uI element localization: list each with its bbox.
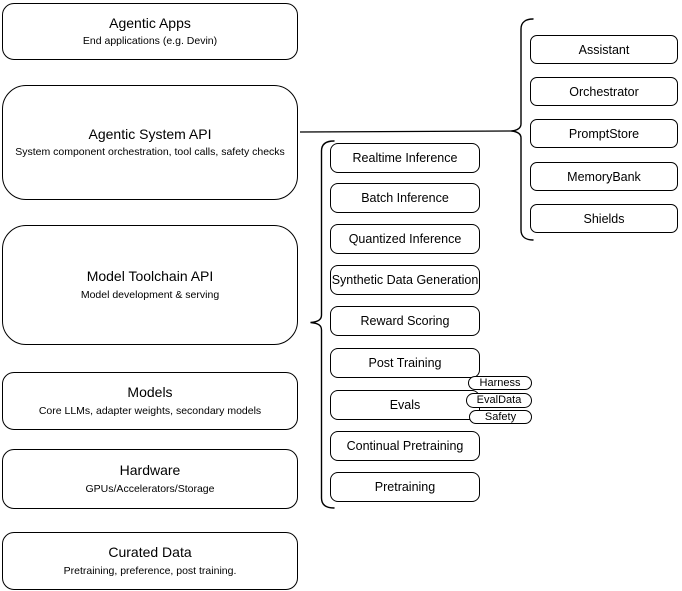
component-memorybank: MemoryBank xyxy=(530,162,678,191)
component-orchestrator: Orchestrator xyxy=(530,77,678,106)
eval-tag-harness: Harness xyxy=(468,376,532,390)
node-title: Agentic System API xyxy=(88,125,212,142)
node-agentic-system-api: Agentic System API System component orch… xyxy=(2,85,298,200)
toolchain-item-pretraining: Pretraining xyxy=(330,472,480,502)
node-curated-data: Curated Data Pretraining, preference, po… xyxy=(2,532,298,590)
toolchain-item-evals: Evals xyxy=(330,390,480,420)
node-subtitle: Model development & serving xyxy=(80,288,220,301)
toolchain-item-continual-pretraining: Continual Pretraining xyxy=(330,431,480,461)
node-subtitle: GPUs/Accelerators/Storage xyxy=(85,482,215,495)
component-promptstore: PromptStore xyxy=(530,119,678,148)
toolchain-item-reward-scoring: Reward Scoring xyxy=(330,306,480,336)
node-subtitle: System component orchestration, tool cal… xyxy=(15,146,285,159)
toolchain-item-post-training: Post Training xyxy=(330,348,480,378)
component-shields: Shields xyxy=(530,204,678,233)
toolchain-item-synthetic-data-generation: Synthetic Data Generation xyxy=(330,265,480,295)
node-models: Models Core LLMs, adapter weights, secon… xyxy=(2,372,298,430)
node-title: Curated Data xyxy=(108,544,192,561)
component-assistant: Assistant xyxy=(530,35,678,64)
toolchain-item-batch-inference: Batch Inference xyxy=(330,183,480,213)
node-title: Models xyxy=(127,384,173,401)
node-agentic-apps: Agentic Apps End applications (e.g. Devi… xyxy=(2,3,298,60)
node-subtitle: Pretraining, preference, post training. xyxy=(63,564,237,577)
toolchain-item-quantized-inference: Quantized Inference xyxy=(330,224,480,254)
node-title: Agentic Apps xyxy=(109,14,191,31)
node-subtitle: Core LLMs, adapter weights, secondary mo… xyxy=(38,404,262,417)
toolchain-item-realtime-inference: Realtime Inference xyxy=(330,143,480,173)
node-model-toolchain-api: Model Toolchain API Model development & … xyxy=(2,225,298,345)
agentic-api-to-components-line xyxy=(299,130,513,133)
node-title: Model Toolchain API xyxy=(86,268,214,285)
node-subtitle: End applications (e.g. Devin) xyxy=(82,35,218,48)
eval-tag-evaldata: EvalData xyxy=(466,393,532,408)
node-hardware: Hardware GPUs/Accelerators/Storage xyxy=(2,449,298,509)
eval-tag-safety: Safety xyxy=(469,410,532,424)
node-title: Hardware xyxy=(119,462,181,479)
